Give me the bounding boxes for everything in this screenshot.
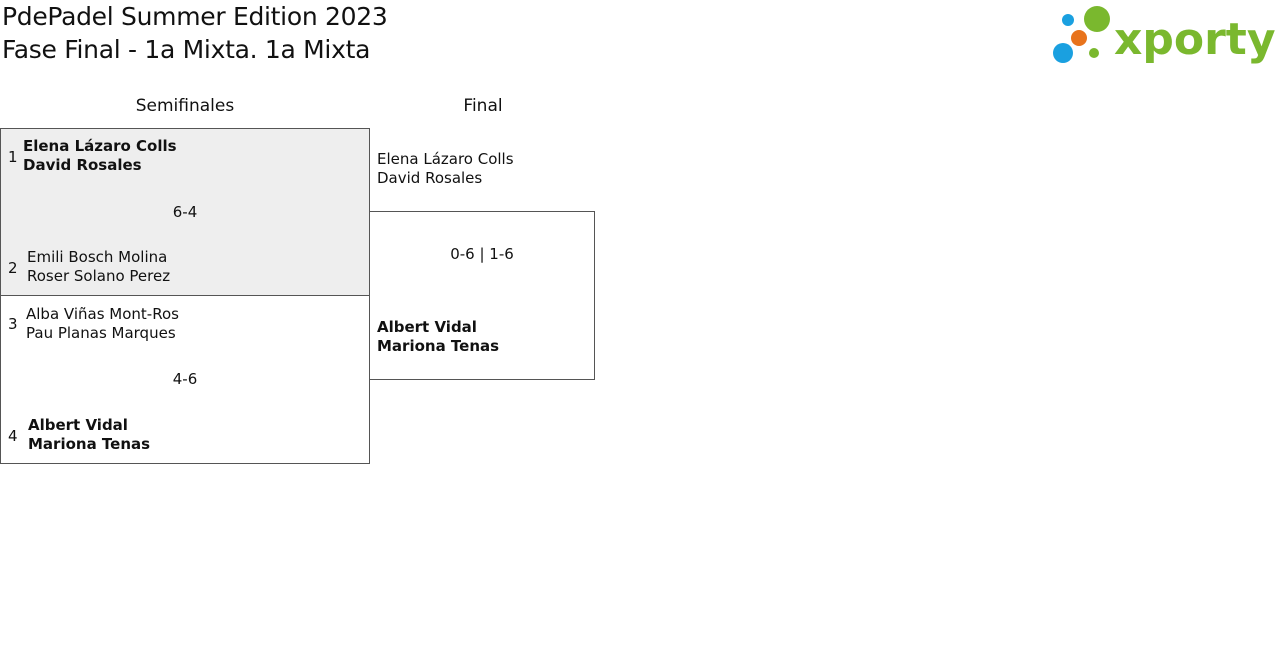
team-seed: 3 bbox=[8, 315, 18, 333]
final-team-bottom-players: Albert Vidal Mariona Tenas bbox=[377, 318, 499, 356]
final-match[interactable]: 0-6 | 1-6 Albert Vidal Mariona Tenas bbox=[369, 211, 595, 380]
semifinal-match-2[interactable]: 3 Alba Viñas Mont-Ros Pau Planas Marques… bbox=[0, 295, 370, 464]
team-seed: 4 bbox=[8, 427, 18, 445]
player-name: Elena Lázaro Colls bbox=[23, 137, 177, 155]
team-seed: 2 bbox=[8, 259, 18, 277]
player-name: Alba Viñas Mont-Ros bbox=[26, 305, 179, 323]
logo-text: xporty bbox=[1114, 14, 1276, 65]
player-name: Pau Planas Marques bbox=[26, 324, 176, 342]
page-subtitle: Fase Final - 1a Mixta. 1a Mixta bbox=[2, 35, 371, 64]
player-name: Mariona Tenas bbox=[28, 435, 151, 453]
player-name: David Rosales bbox=[23, 156, 142, 174]
team-3-players: Alba Viñas Mont-Ros Pau Planas Marques bbox=[26, 305, 179, 343]
player-name: Albert Vidal bbox=[377, 318, 477, 336]
logo-dot-green bbox=[1084, 6, 1110, 32]
semifinal-match-1[interactable]: 1 Elena Lázaro Colls David Rosales 6-4 2… bbox=[0, 128, 370, 296]
logo-dot-orange bbox=[1071, 30, 1087, 46]
team-seed: 1 bbox=[8, 148, 18, 166]
xporty-logo: xporty bbox=[1053, 6, 1276, 65]
player-name: David Rosales bbox=[377, 169, 483, 187]
player-name: Albert Vidal bbox=[28, 416, 128, 434]
player-name: Emili Bosch Molina bbox=[27, 248, 168, 266]
player-name: Mariona Tenas bbox=[377, 337, 500, 355]
match-score: 6-4 bbox=[172, 203, 198, 221]
final-team-top-players: Elena Lázaro Colls David Rosales bbox=[377, 150, 514, 188]
semifinal-round-heading: Semifinales bbox=[135, 96, 235, 116]
logo-dot-blue-small bbox=[1062, 14, 1074, 26]
final-score: 0-6 | 1-6 bbox=[450, 245, 514, 263]
player-name: Elena Lázaro Colls bbox=[377, 150, 514, 168]
team-2-players: Emili Bosch Molina Roser Solano Perez bbox=[27, 248, 170, 286]
final-round-heading: Final bbox=[463, 96, 503, 116]
logo-dot-blue bbox=[1053, 43, 1073, 63]
team-1-players: Elena Lázaro Colls David Rosales bbox=[23, 137, 177, 175]
team-4-players: Albert Vidal Mariona Tenas bbox=[28, 416, 150, 454]
logo-dot-green-small bbox=[1089, 48, 1099, 58]
match-score: 4-6 bbox=[172, 370, 198, 388]
player-name: Roser Solano Perez bbox=[27, 267, 171, 285]
page-title: PdePadel Summer Edition 2023 bbox=[2, 2, 388, 31]
